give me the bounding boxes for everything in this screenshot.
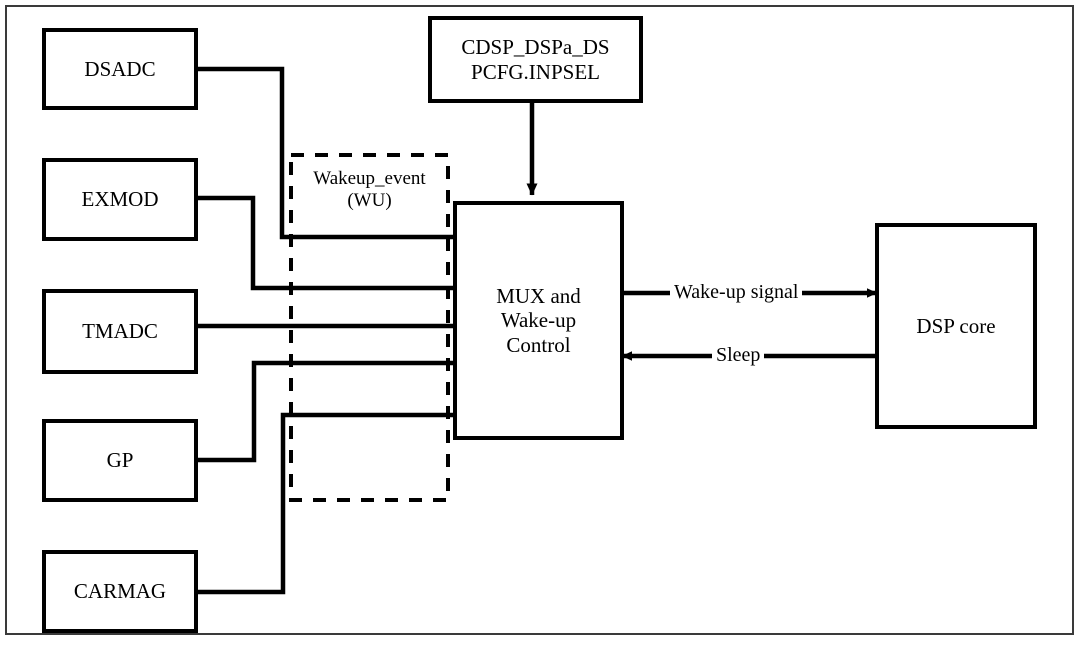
block-tmadc — [42, 289, 198, 374]
wire-exmod-to-mux — [196, 195, 455, 291]
wire-carmag-to-mux — [196, 412, 455, 595]
block-dsp-core — [875, 223, 1037, 429]
block-mux-wakeup-control — [453, 201, 624, 440]
block-rectangles — [42, 16, 1037, 633]
block-carmag — [42, 550, 198, 633]
signal-label-sleep: Sleep — [712, 344, 765, 366]
block-gp — [42, 419, 198, 502]
block-exmod — [42, 158, 198, 241]
wire-gp-to-mux — [196, 360, 455, 463]
wire-dsadc-to-mux — [196, 66, 455, 240]
connection-wires — [196, 66, 538, 595]
wakeup-event-group-box — [289, 153, 450, 502]
block-cdsp-inpsel — [428, 16, 643, 103]
wakeup-event-group-label: Wakeup_event (WU) — [313, 168, 426, 212]
signal-label-wake-up-signal: Wake-up signal — [670, 281, 803, 303]
figure-frame — [5, 5, 1074, 635]
block-dsadc — [42, 28, 198, 110]
